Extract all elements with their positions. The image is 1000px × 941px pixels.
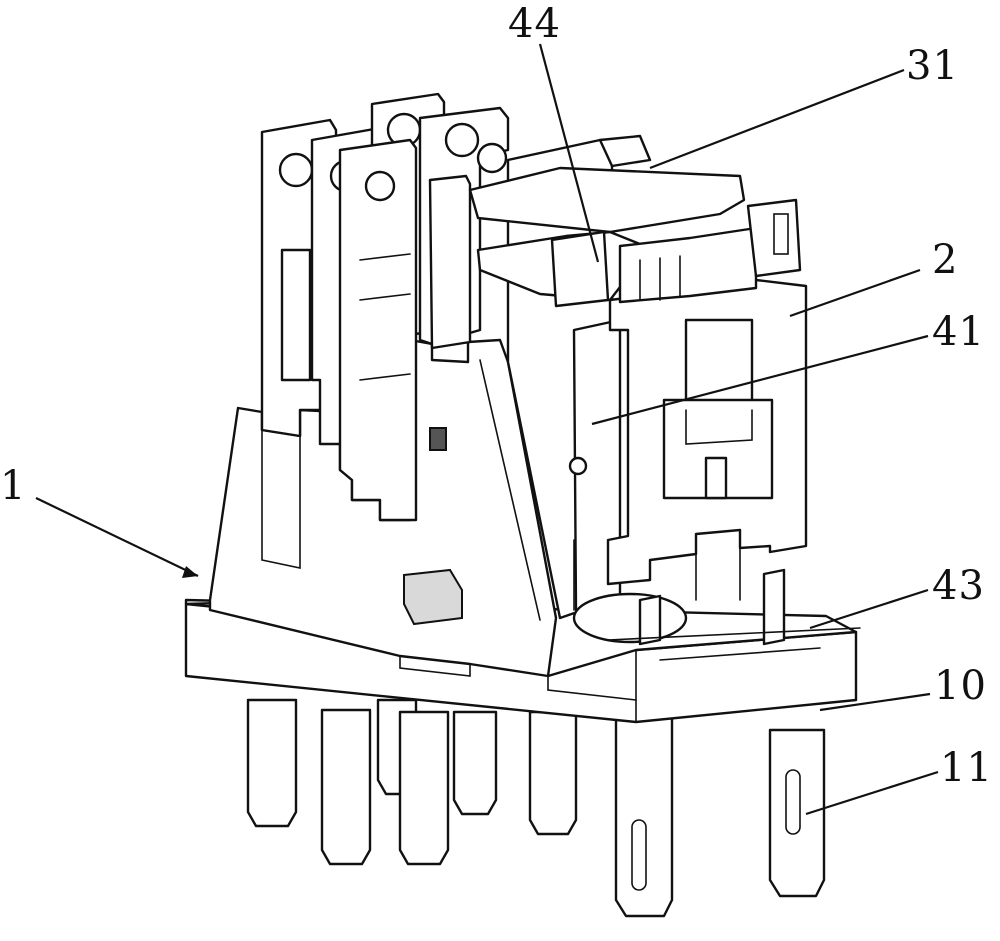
label-41: 41 — [932, 312, 985, 352]
leader-43 — [810, 590, 928, 628]
leader-1-arrowhead — [182, 566, 198, 578]
label-44: 44 — [508, 4, 561, 44]
label-11: 11 — [940, 748, 993, 788]
label-31: 31 — [906, 46, 959, 86]
leader-31 — [650, 70, 904, 168]
label-1: 1 — [0, 466, 26, 506]
label-10: 10 — [934, 666, 987, 706]
yoke-frame — [608, 280, 806, 600]
label-2: 2 — [932, 240, 958, 280]
leader-2 — [790, 270, 920, 316]
leader-11 — [806, 772, 938, 814]
terminal-pins — [248, 700, 824, 916]
leader-1 — [36, 498, 198, 576]
label-43: 43 — [932, 566, 985, 606]
